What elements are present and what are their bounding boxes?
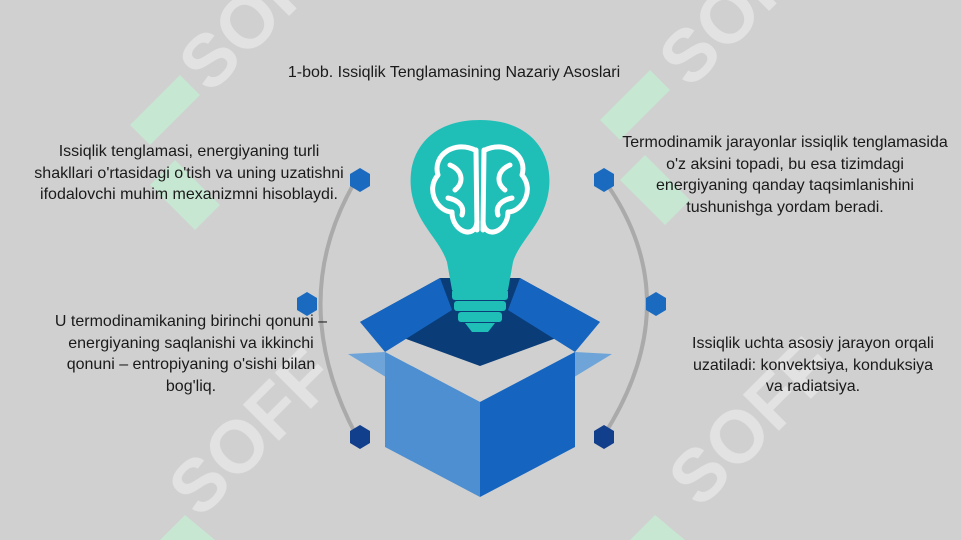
hexagon-icon (350, 425, 370, 449)
open-box-front (348, 352, 612, 497)
point-top-left: Issiqlik tenglamasi, energiyaning turli … (34, 143, 344, 203)
hexagon-icon (594, 425, 614, 449)
watermark-text: SOFF (643, 0, 841, 101)
hexagon-icon (350, 168, 370, 192)
hexagon-icon (646, 292, 666, 316)
hexagon-icon (594, 168, 614, 192)
watermark-logo (130, 70, 690, 540)
lightbulb-brain-icon (410, 120, 550, 332)
point-bottom-right: Issiqlik uchta asosiy jarayon orqali uza… (692, 335, 934, 395)
hexagon-icon (297, 292, 317, 316)
page-title: 1-bob. Issiqlik Tenglamasining Nazariy A… (287, 64, 621, 81)
hexagon-markers (297, 168, 666, 449)
point-bottom-left: U termodinamikaning birinchi qonuni – en… (54, 313, 328, 395)
point-top-right: Termodinamik jarayonlar issiqlik tenglam… (622, 134, 948, 216)
